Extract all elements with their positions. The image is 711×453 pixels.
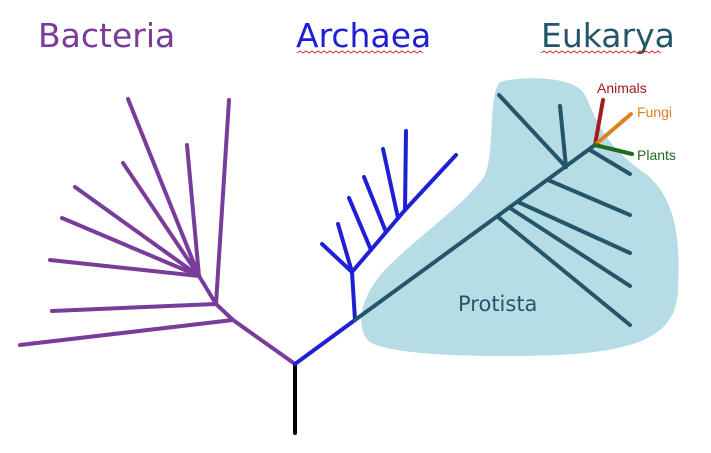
protista-label: Protista — [458, 292, 537, 316]
archaea-title: Archaea — [296, 16, 431, 55]
eukarya-branches — [353, 93, 632, 327]
plants-branch — [593, 143, 634, 156]
archaea-spellcheck-underline — [296, 50, 424, 54]
animals-label: Animals — [597, 80, 647, 96]
fungi-branch — [593, 112, 633, 147]
animals-branch — [593, 98, 605, 147]
plants-label: Plants — [637, 147, 676, 163]
eukarya-title: Eukarya — [541, 16, 675, 55]
archaea-branches — [293, 129, 458, 366]
bacteria-branches — [18, 97, 297, 366]
bacteria-title: Bacteria — [38, 16, 175, 55]
eukarya-spellcheck-underline — [540, 50, 662, 54]
fungi-label: Fungi — [637, 104, 672, 120]
